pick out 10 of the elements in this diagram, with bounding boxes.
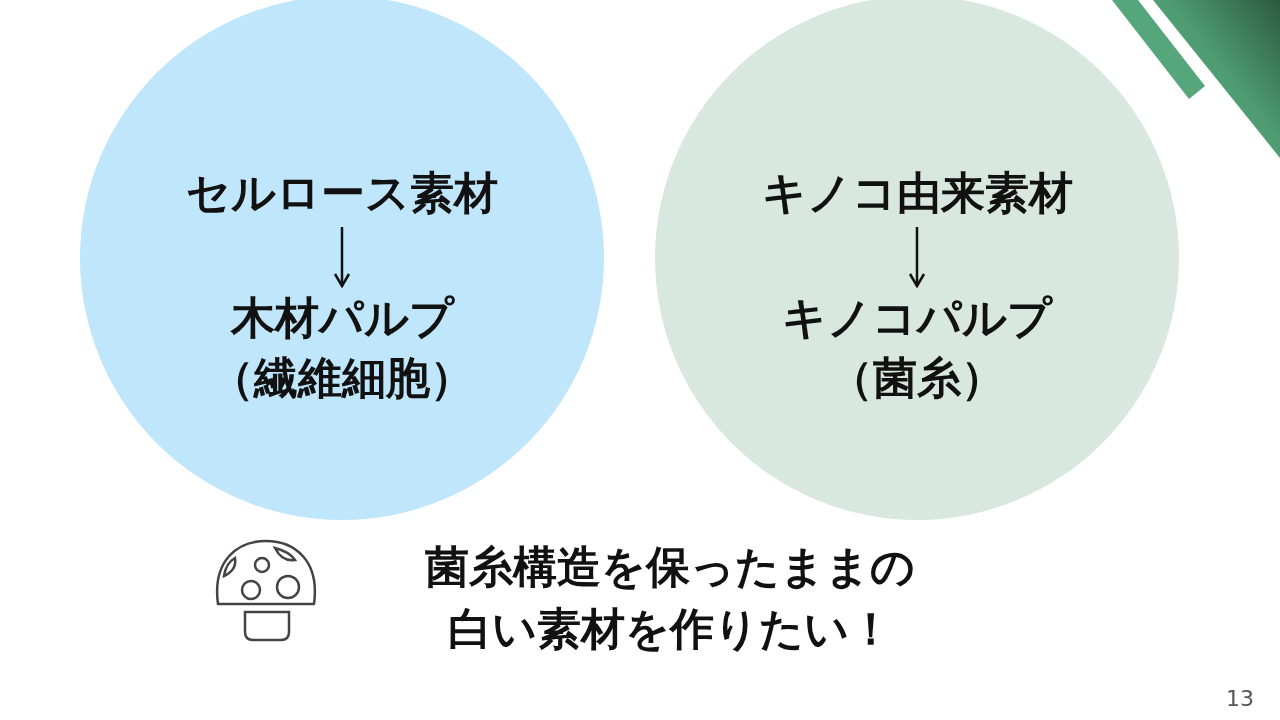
node-text: 木材パルプ [229,291,456,345]
message-text: 菌糸構造を保ったままの白い素材を作りたい！ [424,540,916,656]
node-text: キノコ由来素材 [760,166,1074,220]
page-number: 13 [1225,685,1255,713]
node-text: （繊維細胞） [209,351,475,405]
arrow [908,227,926,288]
node-text: セルロース素材 [185,166,499,220]
arrow [333,227,351,288]
node-text: （菌糸） [828,351,1006,405]
node-text: キノコパルプ [781,291,1054,345]
